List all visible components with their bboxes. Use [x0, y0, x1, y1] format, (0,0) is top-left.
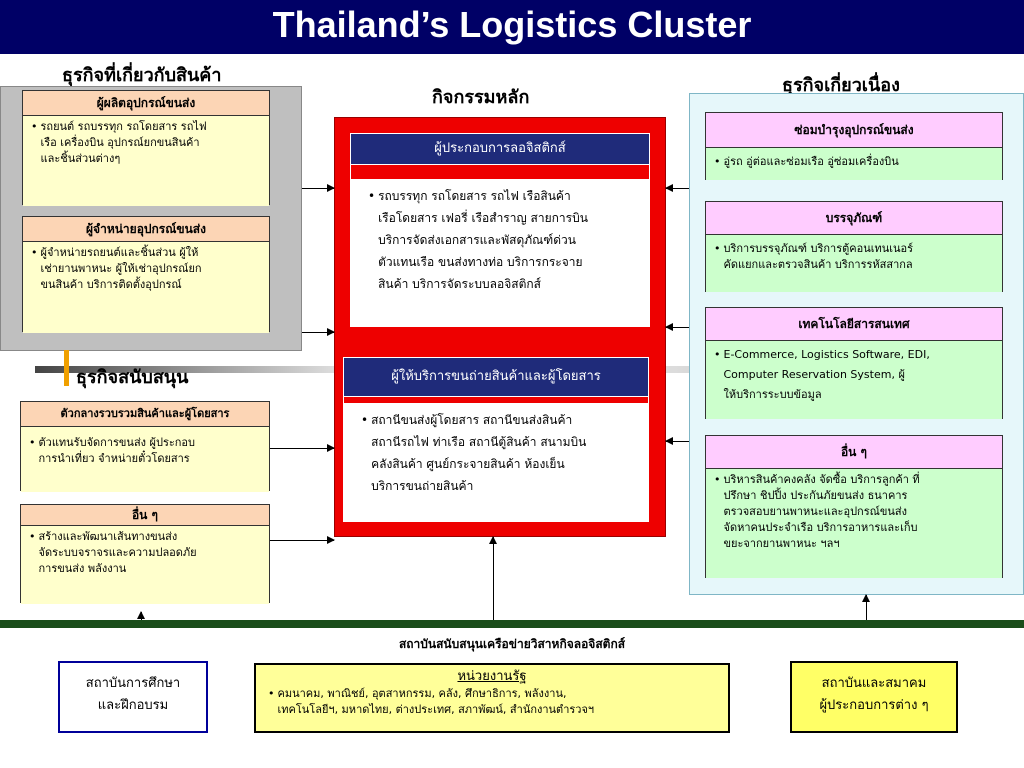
- box-line: ตัวแทนรับจัดการขนส่ง ผู้ประกอบ: [38, 436, 196, 449]
- box-line: จัดระบบจราจรและความปลอดภัย: [38, 546, 197, 559]
- box-line: และฝึกอบรม: [97, 698, 169, 713]
- section-title-goods: ธุรกิจที่เกี่ยวกับสินค้า: [62, 65, 222, 86]
- box-line: รถยนต์ รถบรรทุก รถโดยสาร รถไฟ: [40, 120, 207, 133]
- support-institutions-title: สถาบันสนับสนุนเครือข่ายวิสาหกิจลอจิสติกส…: [398, 637, 626, 651]
- box-line: เรือ เครื่องบิน อุปกรณ์ยกขนสินค้า: [40, 136, 200, 149]
- maintenance-box: ซ่อมบำรุงอุปกรณ์ขนส่ง • อู่รถ อู่ต่อและซ…: [705, 112, 1003, 180]
- arrow-right: [270, 444, 335, 452]
- box-line: ตัวแทนเรือ ขนส่งทางท่อ บริการกระจาย: [378, 255, 583, 269]
- education-box: สถาบันการศึกษา และฝึกอบรม: [58, 661, 208, 733]
- box-body: • ตัวแทนรับจัดการขนส่ง ผู้ประกอบ การนำเท…: [21, 427, 269, 492]
- box-line: สถาบันการศึกษา: [85, 676, 181, 691]
- support-other-box: อื่น ๆ • สร้างและพัฒนาเส้นทางขนส่ง จัดระ…: [20, 504, 270, 604]
- divider-bar: [35, 366, 335, 373]
- intermediary-box: ตัวกลางรวบรวมสินค้าและผู้โดยสาร • ตัวแทน…: [20, 401, 270, 492]
- box-line: บริการขนถ่ายสินค้า: [371, 479, 474, 493]
- box-line: สินค้า บริการจัดระบบลอจิสติกส์: [378, 277, 541, 291]
- box-body: • บริการบรรจุภัณฑ์ บริการตู้คอนเทนเนอร์ …: [706, 235, 1002, 292]
- box-header: ผู้ประกอบการลอจิสติกส์: [351, 134, 649, 165]
- logistics-operator-box: ผู้ประกอบการลอจิสติกส์ • รถบรรทุก รถโดยส…: [350, 133, 650, 327]
- box-line: จัดหาคนประจำเรือ บริการอาหารและเก็บ: [723, 521, 918, 534]
- box-line: สถาบันและสมาคม: [821, 676, 927, 691]
- support-divider: [0, 620, 1024, 628]
- box-line: คัดแยกและตรวจสินค้า บริการรหัสสากล: [723, 258, 913, 271]
- association-box: สถาบันและสมาคม ผู้ประกอบการต่าง ๆ: [790, 661, 958, 733]
- arrow-left: [665, 437, 689, 445]
- box-header: อื่น ๆ: [21, 505, 269, 526]
- box-line: อู่รถ อู่ต่อและซ่อมเรือ อู่ซ่อมเครื่องบิ…: [723, 155, 899, 168]
- arrow-up: [489, 536, 497, 620]
- box-body: • รถยนต์ รถบรรทุก รถโดยสาร รถไฟ เรือ เคร…: [23, 116, 269, 206]
- box-line: คลังสินค้า ศูนย์กระจายสินค้า ห้องเย็น: [371, 457, 565, 471]
- box-line: การนำเที่ยว จำหน่ายตั๋วโดยสาร: [38, 452, 190, 465]
- arrow-right: [302, 328, 335, 336]
- section-title-support: ธุรกิจสนับสนุน: [76, 367, 189, 388]
- arrow-up: [862, 594, 870, 620]
- box-body: • บริหารสินค้าคงคลัง จัดซื้อ บริการลูกค้…: [706, 469, 1002, 578]
- box-line: ปรึกษา ชิปปิ้ง ประกันภัยขนส่ง ธนาคาร: [723, 489, 908, 502]
- arrow-right: [302, 184, 335, 192]
- equipment-distributor-box: ผู้จำหน่ายอุปกรณ์ขนส่ง • ผู้จำหน่ายรถยนต…: [22, 216, 270, 333]
- box-header: ตัวกลางรวบรวมสินค้าและผู้โดยสาร: [21, 402, 269, 427]
- box-header: ผู้ให้บริการขนถ่ายสินค้าและผู้โดยสาร: [344, 358, 648, 397]
- government-box: หน่วยงานรัฐ • คมนาคม, พาณิชย์, อุตสาหกรร…: [254, 663, 730, 733]
- box-line: บริการบรรจุภัณฑ์ บริการตู้คอนเทนเนอร์: [723, 242, 914, 255]
- box-body: • รถบรรทุก รถโดยสาร รถไฟ เรือสินค้า เรือ…: [350, 179, 650, 327]
- box-line: ขยะจากยานพาหนะ ฯลฯ: [723, 537, 840, 550]
- box-line: Computer Reservation System, ผู้: [723, 368, 905, 381]
- box-line: ขนสินค้า บริการติดตั้งอุปกรณ์: [40, 278, 182, 291]
- box-line: เรือโดยสาร เฟอรี่ เรือสำราญ สายการบิน: [378, 211, 588, 225]
- box-line: สถานีรถไฟ ท่าเรือ สถานีตู้สินค้า สนามบิน: [371, 435, 587, 449]
- box-header: บรรจุภัณฑ์: [706, 202, 1002, 235]
- box-body: • ผู้จำหน่ายรถยนต์และชิ้นส่วน ผู้ให้ เช่…: [23, 242, 269, 333]
- box-line: สร้างและพัฒนาเส้นทางขนส่ง: [38, 530, 178, 543]
- section-title-core: กิจกรรมหลัก: [432, 87, 530, 108]
- box-line: รถบรรทุก รถโดยสาร รถไฟ เรือสินค้า: [378, 189, 571, 203]
- box-body: • อู่รถ อู่ต่อและซ่อมเรือ อู่ซ่อมเครื่อง…: [706, 148, 1002, 180]
- box-body: • สร้างและพัฒนาเส้นทางขนส่ง จัดระบบจราจร…: [21, 526, 269, 604]
- box-line: เช่ายานพาหนะ ผู้ให้เช่าอุปกรณ์ยก: [40, 262, 202, 275]
- arrow-up: [137, 611, 145, 622]
- equipment-manufacturer-box: ผู้ผลิตอุปกรณ์ขนส่ง • รถยนต์ รถบรรทุก รถ…: [22, 90, 270, 206]
- box-body: • E-Commerce, Logistics Software, EDI, C…: [706, 341, 1002, 419]
- box-line: E-Commerce, Logistics Software, EDI,: [723, 348, 930, 361]
- packaging-box: บรรจุภัณฑ์ • บริการบรรจุภัณฑ์ บริการตู้ค…: [705, 201, 1003, 292]
- box-line: การขนส่ง พลังงาน: [38, 562, 127, 575]
- box-header: ซ่อมบำรุงอุปกรณ์ขนส่ง: [706, 113, 1002, 148]
- box-header: ผู้จำหน่ายอุปกรณ์ขนส่ง: [23, 217, 269, 242]
- box-line: บริหารสินค้าคงคลัง จัดซื้อ บริการลูกค้า …: [723, 473, 920, 486]
- box-line: บริการจัดส่งเอกสารและพัสดุภัณฑ์ด่วน: [378, 233, 576, 247]
- box-line: เทคโนโลยีฯ, มหาดไทย, ต่างประเทศ, สภาพัฒน…: [277, 703, 595, 716]
- box-line: ให้บริการระบบข้อมูล: [723, 388, 822, 401]
- box-line: และชิ้นส่วนต่างๆ: [40, 152, 121, 165]
- related-other-box: อื่น ๆ • บริหารสินค้าคงคลัง จัดซื้อ บริก…: [705, 435, 1003, 578]
- box-header: หน่วยงานรัฐ: [457, 669, 527, 684]
- box-header: อื่น ๆ: [706, 436, 1002, 469]
- it-box: เทคโนโลยีสารสนเทศ • E-Commerce, Logistic…: [705, 307, 1003, 419]
- accent-bar: [64, 350, 69, 386]
- box-line: ผู้ประกอบการต่าง ๆ: [819, 698, 929, 713]
- page-title: Thailand’s Logistics Cluster: [0, 0, 1024, 54]
- box-line: ผู้จำหน่ายรถยนต์และชิ้นส่วน ผู้ให้: [40, 246, 199, 259]
- section-title-related: ธุรกิจเกี่ยวเนื่อง: [782, 75, 900, 96]
- box-header: เทคโนโลยีสารสนเทศ: [706, 308, 1002, 341]
- arrow-left: [665, 184, 689, 192]
- box-line: สถานีขนส่งผู้โดยสาร สถานีขนส่งสินค้า: [371, 413, 573, 427]
- box-body: • สถานีขนส่งผู้โดยสาร สถานีขนส่งสินค้า ส…: [343, 403, 649, 522]
- handling-service-box: ผู้ให้บริการขนถ่ายสินค้าและผู้โดยสาร • ส…: [343, 357, 649, 522]
- box-line: คมนาคม, พาณิชย์, อุตสาหกรรม, คลัง, ศึกษา…: [277, 687, 567, 700]
- arrow-left: [665, 323, 689, 331]
- arrow-right: [270, 536, 335, 544]
- box-line: ตรวจสอบยานพาหนะและอุปกรณ์ขนส่ง: [723, 505, 907, 518]
- box-header: ผู้ผลิตอุปกรณ์ขนส่ง: [23, 91, 269, 116]
